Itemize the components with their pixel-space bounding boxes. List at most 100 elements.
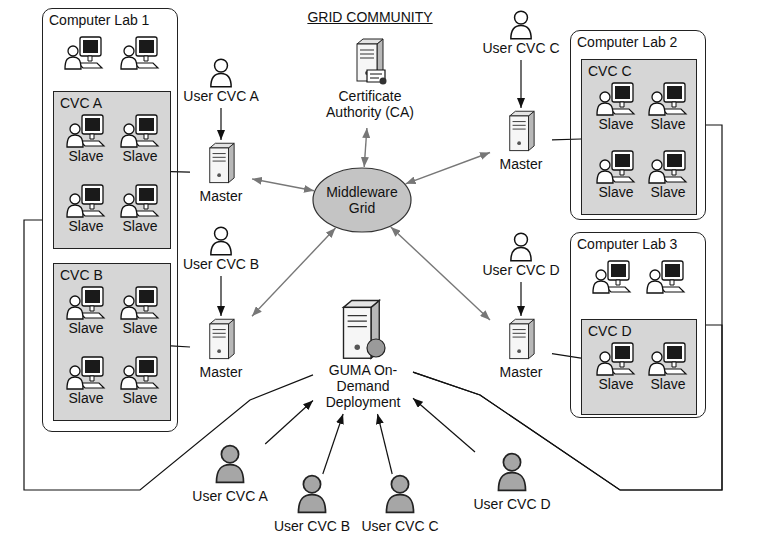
icon-holder	[66, 112, 106, 148]
node-label: User CVC B	[274, 518, 350, 534]
icon-holder	[496, 452, 528, 496]
diagram-title: GRID COMMUNITY	[280, 9, 460, 25]
server-icon	[206, 140, 236, 184]
person-icon	[384, 474, 416, 514]
node-label: Slave	[122, 390, 157, 406]
icon-holder	[648, 340, 688, 376]
node-label: User CVC A	[192, 488, 267, 504]
node-label: Slave	[650, 376, 685, 392]
cvc-cluster: CVC BSlaveSlaveSlaveSlave	[53, 263, 171, 421]
icon-holder	[347, 36, 393, 88]
computer-icon	[648, 80, 688, 116]
node-label: Slave	[68, 390, 103, 406]
region-heading: CVC A	[60, 95, 102, 111]
node-label: Certificate Authority (CA)	[315, 88, 425, 120]
computer-icon	[65, 37, 102, 69]
region-heading: CVC C	[588, 63, 632, 79]
connector-line	[220, 276, 221, 316]
server-icon	[206, 316, 236, 360]
computer-icon	[120, 284, 160, 320]
slave-computer: Slave	[114, 182, 166, 244]
computer-icon	[121, 37, 158, 69]
node-label: User CVC C	[361, 518, 438, 534]
server-icon	[506, 316, 536, 360]
icon-holder	[509, 10, 533, 40]
user-figure: User CVC B	[171, 226, 271, 276]
icon-holder	[120, 354, 160, 390]
guma-server: GUMA On-Demand Deployment	[313, 296, 413, 414]
computer-icon	[596, 148, 636, 184]
cvc-cluster: CVC ASlaveSlaveSlaveSlave	[53, 91, 171, 249]
icon-holder	[206, 316, 236, 364]
node-label: GUMA On-Demand Deployment	[313, 362, 413, 410]
connector-line	[413, 398, 475, 452]
person-icon	[509, 10, 533, 40]
cvc-cluster: CVC CSlaveSlaveSlaveSlave	[581, 59, 697, 215]
middleware-ellipse: Middleware Grid	[312, 167, 412, 233]
node-label: Master	[200, 364, 243, 380]
icon-holder	[120, 182, 160, 218]
icon-holder	[209, 58, 233, 88]
person-icon	[209, 58, 233, 88]
slave-computer: Slave	[590, 80, 642, 142]
connector-line	[520, 282, 521, 316]
connector-line	[171, 171, 190, 173]
region-heading: Computer Lab 2	[577, 34, 677, 50]
person-icon	[496, 452, 528, 492]
computer-icon	[648, 148, 688, 184]
ca-server-icon	[347, 36, 393, 88]
grid-connector	[252, 179, 314, 191]
grid-connector	[406, 153, 490, 184]
icon-holder	[296, 474, 328, 518]
slave-computer: Slave	[114, 354, 166, 416]
server-icon	[506, 108, 536, 152]
icon-holder	[66, 182, 106, 218]
lab-region: Computer Lab 3CVC DSlaveSlave	[570, 232, 706, 418]
icon-holder	[509, 232, 533, 262]
node-label: Slave	[122, 218, 157, 234]
icon-holder	[66, 354, 106, 390]
region-heading: CVC B	[60, 267, 103, 283]
slave-computer: Slave	[60, 284, 112, 346]
region-heading: Computer Lab 1	[49, 12, 149, 28]
grid-connector	[391, 227, 490, 320]
connector-line	[171, 346, 190, 347]
user-figure: User CVC B	[262, 474, 362, 538]
user-figure: User CVC A	[171, 58, 271, 108]
connector-line	[323, 414, 343, 474]
region-heading: Computer Lab 3	[577, 236, 677, 252]
connector-line	[552, 138, 581, 140]
node-label: Slave	[122, 320, 157, 336]
node-label: User CVC D	[473, 496, 550, 512]
computer-icon	[596, 340, 636, 376]
user-figure: User CVC D	[471, 232, 571, 282]
computer-icon	[593, 261, 630, 293]
icon-holder	[384, 474, 416, 518]
node-label: Slave	[122, 148, 157, 164]
node-label: Slave	[68, 148, 103, 164]
slave-computer: Slave	[60, 354, 112, 416]
lab-region: Computer Lab 1CVC ASlaveSlaveSlaveSlaveC…	[42, 8, 178, 432]
node-label: Slave	[598, 376, 633, 392]
icon-holder	[332, 296, 394, 362]
icon-holder	[206, 140, 236, 188]
connector-line	[24, 220, 313, 490]
grid-connector	[364, 128, 367, 167]
person-icon	[209, 226, 233, 256]
cvc-cluster: CVC DSlaveSlave	[581, 319, 697, 415]
guma-server-icon	[332, 296, 394, 362]
slave-computer: Slave	[114, 284, 166, 346]
node-label: Slave	[68, 320, 103, 336]
connector-line	[552, 354, 581, 359]
node-label: User CVC D	[482, 262, 559, 278]
computer-icon	[66, 182, 106, 218]
node-label: User CVC C	[482, 40, 559, 56]
icon-holder	[209, 226, 233, 256]
icon-holder	[648, 148, 688, 184]
master-server: Master	[490, 108, 552, 174]
connector-line	[220, 108, 221, 140]
icon-holder	[506, 316, 536, 364]
computer-icon	[648, 340, 688, 376]
node-label: Slave	[68, 218, 103, 234]
